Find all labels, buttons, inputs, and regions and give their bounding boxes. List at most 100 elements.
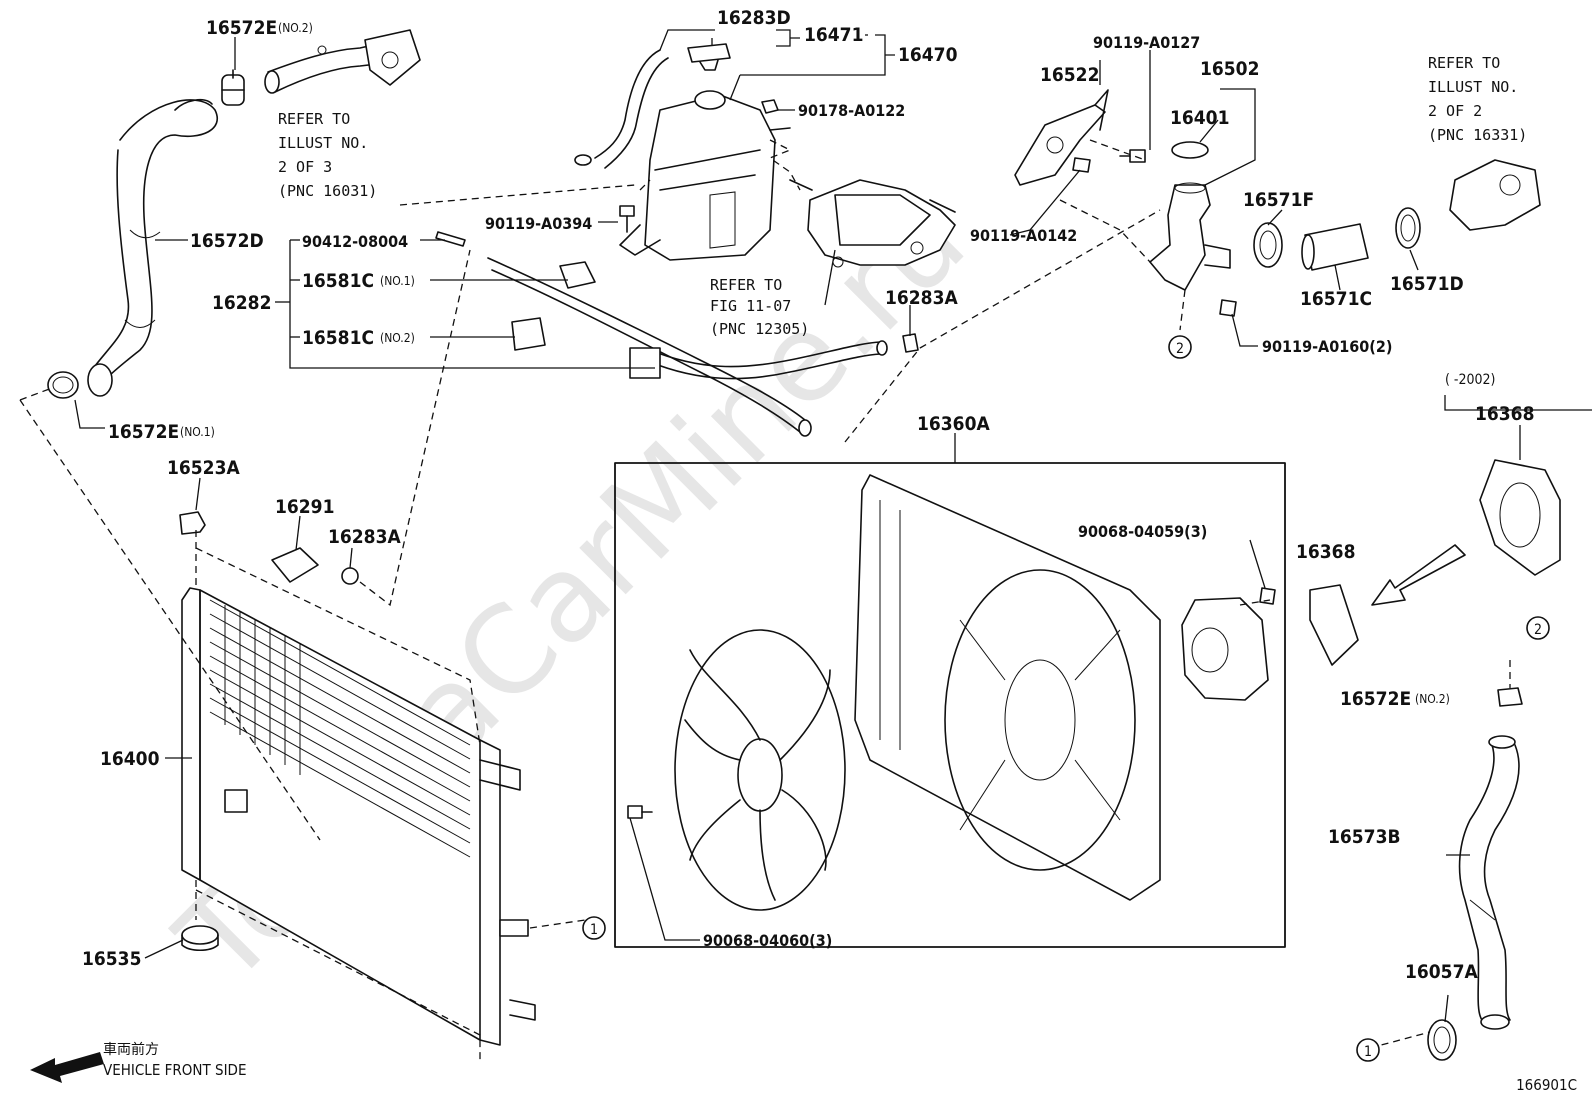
label-16470: 16470 <box>898 44 958 66</box>
label-16571F: 16571F <box>1243 189 1314 211</box>
radiator-drawing <box>181 587 536 1046</box>
callout-2-clamp: 2 <box>1526 616 1550 640</box>
svg-text:ILLUST NO.: ILLUST NO. <box>1428 78 1518 96</box>
label-16581C-no2-suffix: (NO.2) <box>380 331 415 345</box>
drain-plug-16291-drawing <box>271 547 319 583</box>
label-16581C-no1: 16581C <box>302 270 374 292</box>
fan-shroud-drawing <box>854 474 1161 901</box>
screw-90068-04059-drawing <box>1259 587 1276 605</box>
label-16368-mid: 16368 <box>1296 541 1355 563</box>
hose-clamp-no1-drawing <box>47 371 79 399</box>
label-16571D: 16571D <box>1390 273 1464 295</box>
fan-assembly-box <box>614 462 1286 948</box>
overflow-hose-drawing <box>574 49 669 169</box>
clamp-16571F-drawing <box>1253 222 1283 268</box>
radiator-cap-drawing <box>179 511 206 535</box>
pin-90412-drawing <box>435 231 466 247</box>
svg-text:2: 2 <box>1176 341 1184 357</box>
label-16572E-no1-suffix: (NO.1) <box>180 425 215 439</box>
drain-cock-drawing <box>181 925 219 952</box>
clamp-16581C-no1-drawing <box>559 261 596 289</box>
nut-90178-drawing <box>761 99 779 114</box>
label-90412-08004: 90412-08004 <box>302 232 408 251</box>
label-90068-04059: 90068-04059(3) <box>1078 522 1207 541</box>
upper-radiator-hose-drawing <box>87 98 218 397</box>
svg-text:1: 1 <box>590 922 598 938</box>
label-90119-A0160: 90119-A0160(2) <box>1262 337 1392 356</box>
label-16522: 16522 <box>1040 64 1099 86</box>
bracket-16522-drawing <box>1014 89 1109 186</box>
label-16400: 16400 <box>100 748 160 770</box>
label-16572D: 16572D <box>190 230 264 252</box>
clamp-16572E-no2-right-drawing <box>1497 687 1523 707</box>
label-16360A: 16360A <box>917 413 990 435</box>
svg-text:2: 2 <box>1534 622 1542 638</box>
svg-text:(PNC 12305): (PNC 12305) <box>710 320 809 338</box>
label-16282: 16282 <box>212 292 271 314</box>
bolt-A0160-drawing <box>1219 299 1237 317</box>
gasket-16401-drawing <box>1171 141 1209 159</box>
thermostat-housing-ref-drawing <box>1449 159 1541 231</box>
label-16572E-no2-top-suffix: (NO.2) <box>278 21 313 35</box>
clamp-16057A-drawing <box>1427 1019 1457 1061</box>
label-16573B: 16573B <box>1328 826 1401 848</box>
label-16368-top: 16368 <box>1475 403 1534 425</box>
svg-text:REFER TO: REFER TO <box>1428 54 1500 72</box>
hose-clamp-top-drawing <box>221 69 245 106</box>
svg-text:2 OF 3: 2 OF 3 <box>278 158 332 176</box>
reserve-tank-cap-drawing <box>687 43 731 71</box>
svg-text:REFER TO: REFER TO <box>710 276 782 294</box>
label-year-range: ( -2002) <box>1445 372 1495 388</box>
svg-text:(PNC 16031): (PNC 16031) <box>278 182 377 200</box>
label-16523A: 16523A <box>167 457 240 479</box>
label-16572E-no2-top: 16572E <box>206 17 277 39</box>
svg-text:1: 1 <box>1364 1044 1372 1060</box>
note-refer-16031: REFER TO ILLUST NO. 2 OF 3 (PNC 16031) <box>278 110 377 200</box>
label-16535: 16535 <box>82 948 141 970</box>
label-16571C: 16571C <box>1300 288 1372 310</box>
label-16581C-no1-suffix: (NO.1) <box>380 274 415 288</box>
note-refer-16331: REFER TO ILLUST NO. 2 OF 2 (PNC 16331) <box>1428 54 1527 144</box>
note-refer-12305: REFER TO FIG 11-07 (PNC 12305) <box>710 276 809 338</box>
label-16502: 16502 <box>1200 58 1259 80</box>
label-16471: 16471 <box>804 24 863 46</box>
label-90178-A0122: 90178-A0122 <box>798 101 905 120</box>
bolt-A0127-drawing <box>1119 149 1146 163</box>
dashed-guide-lines <box>19 139 1511 1060</box>
screw-90068-04060-drawing <box>627 805 653 819</box>
label-16291: 16291 <box>275 496 334 518</box>
label-16572E-no1: 16572E <box>108 421 179 443</box>
label-16283D: 16283D <box>717 7 791 29</box>
clamp-16571D-drawing <box>1395 207 1421 249</box>
label-90119-A0394: 90119-A0394 <box>485 214 592 233</box>
label-90068-04060: 90068-04060(3) <box>703 931 832 950</box>
label-16057A: 16057A <box>1405 961 1478 983</box>
clip-16283A-left-drawing <box>341 567 359 585</box>
fan-blade-drawing <box>674 629 846 911</box>
label-16572E-no2-right: 16572E <box>1340 688 1411 710</box>
vehicle-front-indicator: 車両前方 VEHICLE FRONT SIDE <box>30 1041 246 1083</box>
svg-text:FIG 11-07: FIG 11-07 <box>710 297 791 315</box>
label-16283A-left: 16283A <box>328 526 401 548</box>
svg-text:(PNC 16331): (PNC 16331) <box>1428 126 1527 144</box>
reserve-tank-drawing <box>619 90 791 261</box>
clip-16283A-mid-drawing <box>902 333 919 353</box>
callout-1-lower-hose: 1 <box>1356 1038 1380 1062</box>
water-outlet-16502-drawing <box>1149 182 1231 291</box>
callout-2-outlet: 2 <box>1168 335 1192 359</box>
label-90119-A0127: 90119-A0127 <box>1093 33 1200 52</box>
label-16401: 16401 <box>1170 107 1229 129</box>
callout-1-radiator: 1 <box>582 916 606 940</box>
svg-text:ILLUST NO.: ILLUST NO. <box>278 134 368 152</box>
hose-and-pipe-assembly-drawing <box>487 257 888 437</box>
seal-16368-top-drawing <box>1479 459 1561 576</box>
direction-label-en: VEHICLE FRONT SIDE <box>103 1061 246 1079</box>
label-16581C-no2: 16581C <box>302 327 374 349</box>
label-16572E-no2-right-suffix: (NO.2) <box>1415 692 1450 706</box>
clamp-16581C-no2-drawing <box>511 317 546 351</box>
seal-16368-mid-drawing <box>1309 584 1359 666</box>
part-labels: 16572E (NO.2) 16283D 16471 16470 90178-A… <box>82 7 1534 983</box>
front-arrow-icon <box>30 1052 104 1083</box>
bolt-A0142-drawing <box>1072 157 1091 173</box>
